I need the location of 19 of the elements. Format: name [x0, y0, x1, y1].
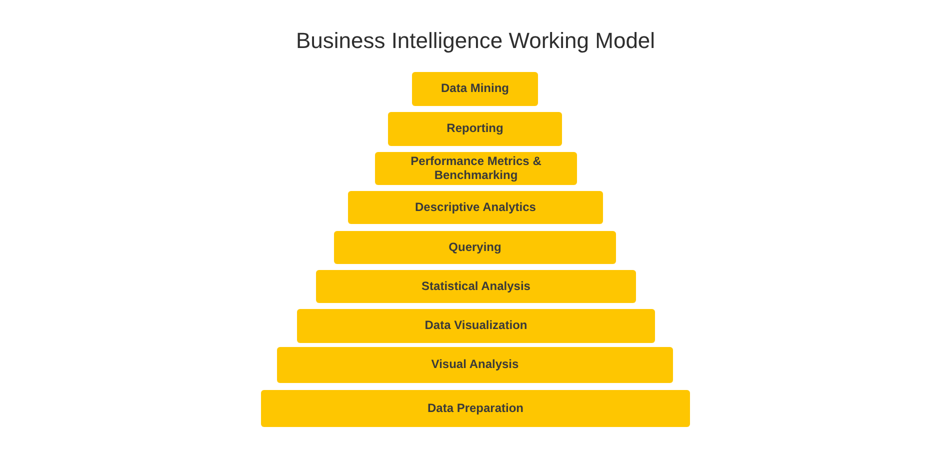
layer-label: Reporting — [446, 122, 504, 136]
pyramid-layer — [277, 347, 673, 383]
layer-label: Performance Metrics & Benchmarking — [410, 154, 542, 182]
pyramid-layer — [348, 191, 603, 224]
pyramid-layer — [412, 72, 538, 106]
pyramid-layer — [261, 390, 690, 427]
pyramid-layer — [388, 112, 562, 146]
pyramid-layer — [297, 309, 655, 343]
layer-label: Statistical Analysis — [422, 280, 530, 294]
layer-label: Querying — [448, 240, 502, 254]
pyramid-layer — [375, 152, 577, 185]
layer-label: Data Visualization — [424, 319, 528, 333]
layer-label: Data Preparation — [427, 402, 524, 416]
title: Business Intelligence Working Model — [294, 28, 656, 54]
pyramid-layer — [316, 270, 636, 303]
pyramid-layer — [334, 231, 616, 264]
layer-label: Visual Analysis — [431, 358, 519, 372]
layer-label: Descriptive Analytics — [415, 200, 536, 214]
layer-label: Data Mining — [441, 82, 509, 96]
